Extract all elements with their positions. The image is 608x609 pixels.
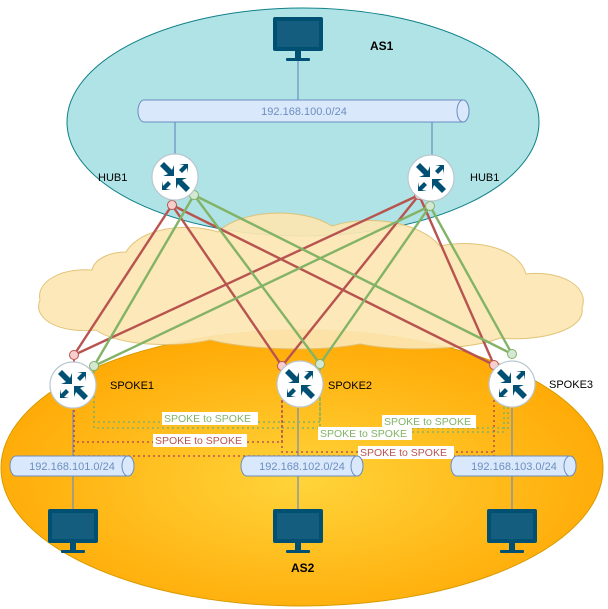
router-label: HUB1	[470, 172, 499, 184]
router-spoke3[interactable]: SPOKE3	[488, 360, 593, 408]
tunnel-label-green-3: SPOKE to SPOKE	[318, 427, 412, 440]
tunnel-label-red-2: SPOKE to SPOKE	[358, 446, 454, 459]
router-label: HUB1	[98, 172, 127, 184]
cloud-shape	[38, 212, 584, 350]
network-lan-spoke2: 192.168.102.0/24	[240, 455, 364, 477]
tunnel-label-text: SPOKE to SPOKE	[320, 428, 407, 440]
tunnel-label-text: SPOKE to SPOKE	[155, 435, 242, 447]
router-label: SPOKE3	[549, 379, 593, 391]
router-label: SPOKE1	[110, 380, 154, 392]
green-tunnels	[92, 193, 514, 368]
router-icon	[151, 153, 199, 201]
router-label: SPOKE2	[328, 380, 372, 392]
router-spoke1[interactable]: SPOKE1	[49, 361, 154, 409]
router-icon	[49, 361, 97, 409]
router-spoke2[interactable]: SPOKE2	[276, 360, 372, 408]
as2-label: AS2	[291, 561, 315, 575]
network-label: 192.168.101.0/24	[29, 461, 115, 473]
red-tunnels	[72, 193, 496, 367]
tunnel-label-green-1: SPOKE to SPOKE	[162, 412, 258, 425]
tunnel-label-text: SPOKE to SPOKE	[164, 413, 251, 425]
router-hub-right[interactable]: HUB1	[407, 154, 499, 202]
tunnel-label-text: SPOKE to SPOKE	[360, 447, 447, 459]
router-hub-left[interactable]: HUB1	[98, 153, 199, 201]
network-lan-spoke3: 192.168.103.0/24	[450, 455, 577, 477]
router-icon	[407, 154, 455, 202]
as1-label: AS1	[370, 39, 394, 53]
network-label: 192.168.102.0/24	[259, 461, 345, 473]
network-lan-as1: 192.168.100.0/24	[137, 99, 470, 123]
tunnel-label-green-2: SPOKE to SPOKE	[382, 415, 476, 428]
network-label: 192.168.103.0/24	[471, 461, 557, 473]
router-icon	[276, 360, 324, 408]
network-label: 192.168.100.0/24	[261, 106, 347, 118]
tunnel-label-red-1: SPOKE to SPOKE	[153, 434, 247, 447]
router-icon	[488, 360, 536, 408]
network-lan-spoke1: 192.168.101.0/24	[9, 455, 135, 477]
tunnel-label-text: SPOKE to SPOKE	[384, 416, 471, 428]
